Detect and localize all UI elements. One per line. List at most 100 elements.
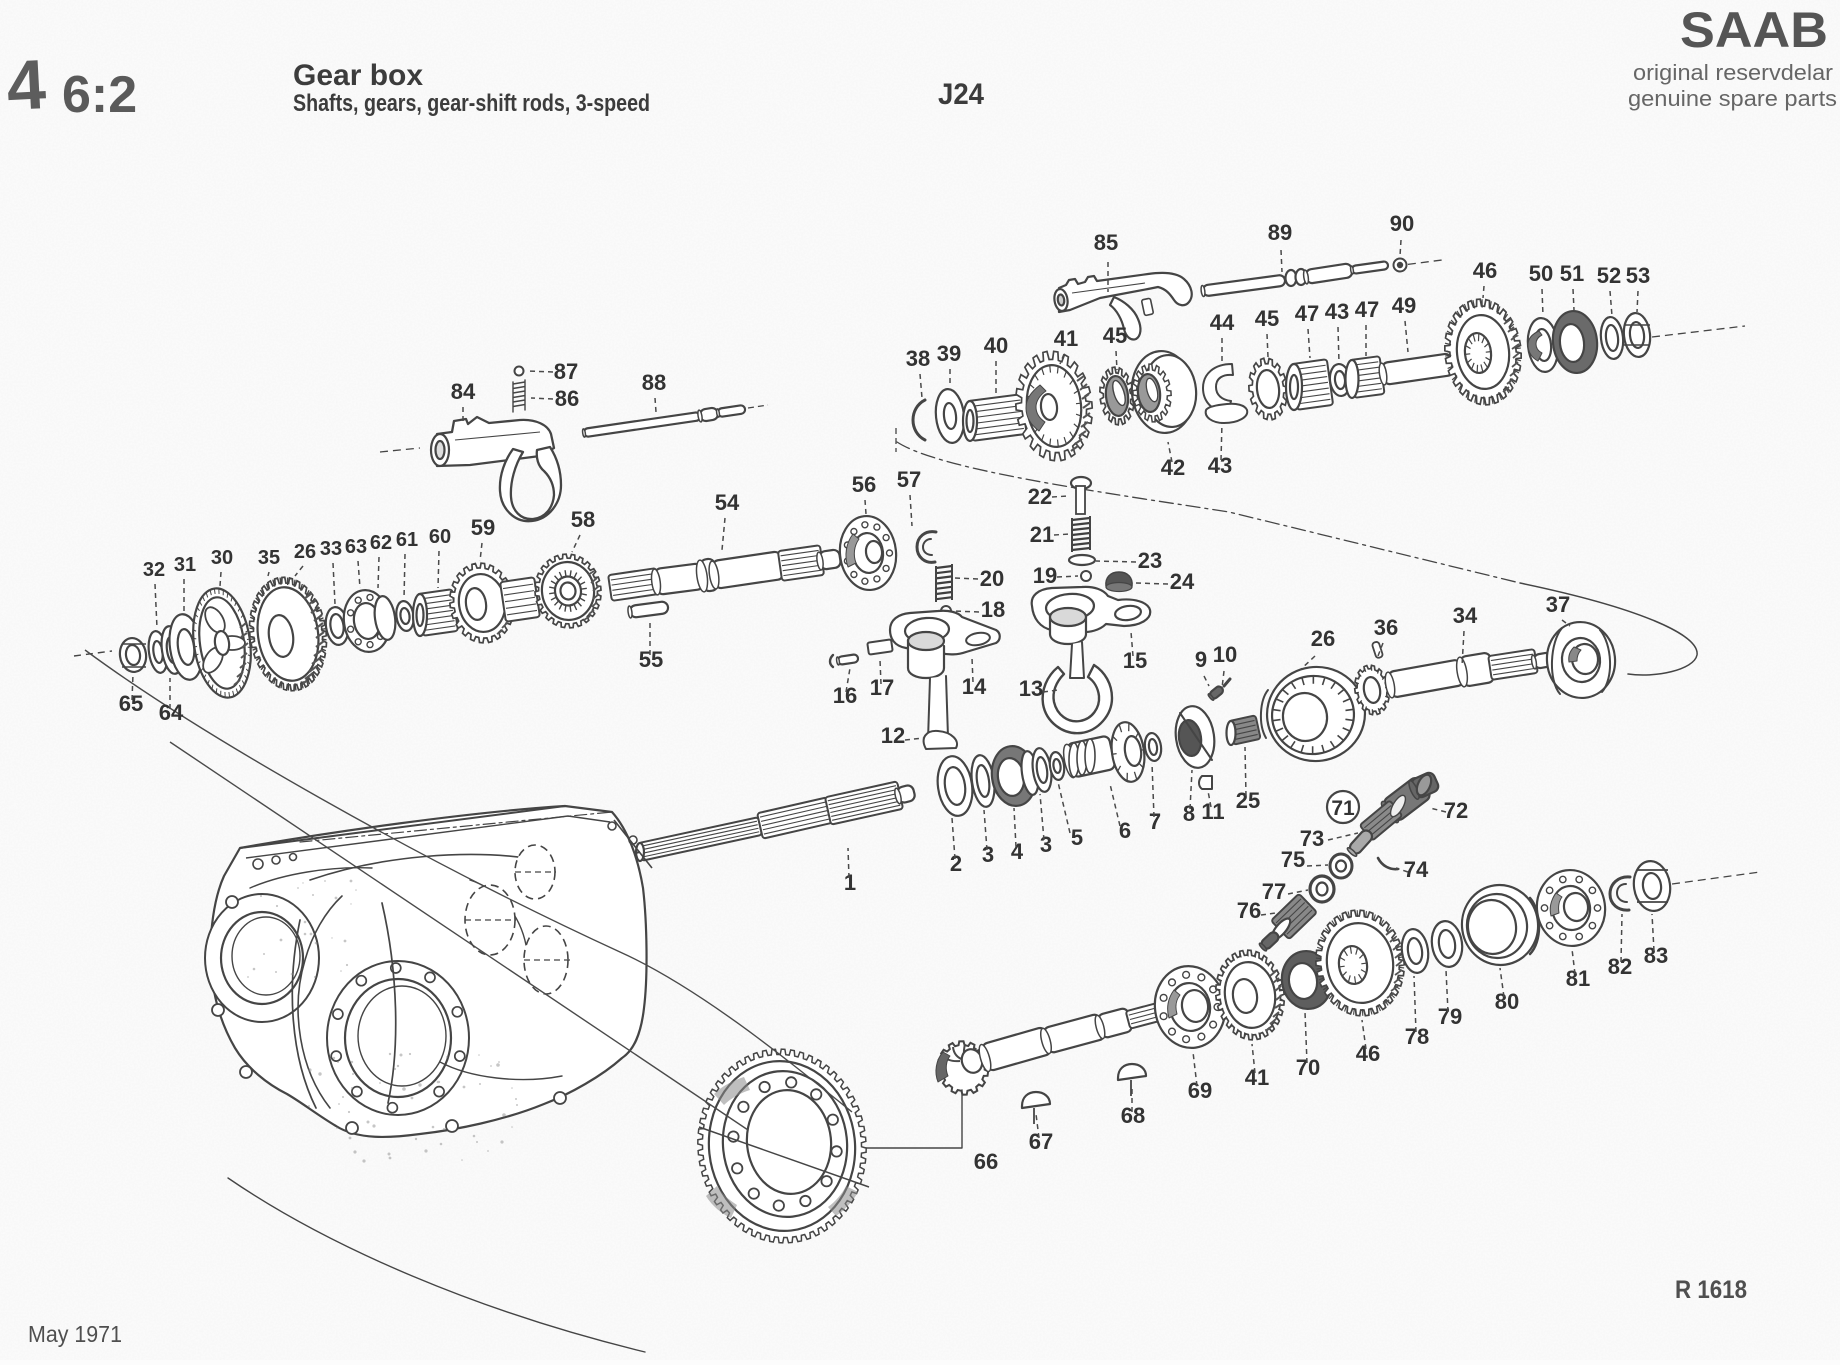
svg-text:J24: J24 (938, 78, 984, 111)
svg-text:42: 42 (1161, 455, 1185, 480)
svg-text:53: 53 (1626, 263, 1650, 288)
svg-text:40: 40 (984, 333, 1008, 358)
svg-text:11: 11 (1201, 799, 1224, 824)
svg-text:4: 4 (1011, 839, 1024, 864)
svg-text:85: 85 (1094, 230, 1118, 255)
svg-text:Gear box: Gear box (293, 59, 423, 92)
svg-text:33: 33 (320, 538, 342, 560)
svg-text:54: 54 (715, 490, 740, 515)
svg-text:10: 10 (1213, 642, 1237, 667)
svg-text:49: 49 (1392, 293, 1416, 318)
svg-text:83: 83 (1644, 943, 1668, 968)
svg-text:original reservdelar: original reservdelar (1633, 60, 1833, 85)
svg-text:78: 78 (1405, 1024, 1429, 1049)
svg-text:26: 26 (1311, 626, 1335, 651)
svg-text:52: 52 (1597, 263, 1621, 288)
svg-text:46: 46 (1473, 258, 1497, 283)
svg-text:43: 43 (1208, 453, 1232, 478)
svg-text:25: 25 (1236, 788, 1260, 813)
svg-text:14: 14 (962, 674, 987, 699)
svg-text:73: 73 (1300, 826, 1324, 851)
svg-text:4: 4 (5, 45, 48, 125)
svg-text:60: 60 (429, 526, 451, 548)
svg-text:67: 67 (1029, 1129, 1053, 1154)
svg-text:51: 51 (1560, 261, 1584, 286)
svg-text:43: 43 (1325, 299, 1349, 324)
svg-text:39: 39 (937, 341, 961, 366)
svg-text:41: 41 (1245, 1065, 1269, 1090)
svg-text:68: 68 (1121, 1103, 1145, 1128)
svg-text:32: 32 (143, 559, 165, 581)
svg-text:7: 7 (1149, 809, 1161, 834)
svg-text:Shafts, gears, gear-shift rods: Shafts, gears, gear-shift rods, 3-speed (293, 90, 650, 117)
svg-text:26: 26 (294, 541, 316, 563)
svg-text:46: 46 (1356, 1041, 1380, 1066)
svg-text:74: 74 (1404, 857, 1429, 882)
svg-text:80: 80 (1495, 989, 1519, 1014)
svg-text:5: 5 (1071, 825, 1083, 850)
svg-text:24: 24 (1170, 569, 1195, 594)
svg-text:57: 57 (897, 467, 921, 492)
svg-text:6: 6 (1119, 818, 1131, 843)
svg-text:31: 31 (174, 554, 196, 576)
svg-text:50: 50 (1529, 261, 1553, 286)
svg-text:16: 16 (833, 683, 857, 708)
svg-text:9: 9 (1195, 647, 1207, 672)
svg-text:2: 2 (950, 851, 962, 876)
svg-text:38: 38 (906, 346, 930, 371)
svg-text:23: 23 (1138, 548, 1162, 573)
svg-text:17: 17 (870, 675, 894, 700)
svg-text:34: 34 (1453, 603, 1478, 628)
svg-text:90: 90 (1390, 211, 1414, 236)
svg-text:47: 47 (1295, 301, 1319, 326)
svg-text:61: 61 (396, 529, 418, 551)
svg-text:19: 19 (1033, 563, 1057, 588)
svg-text:R 1618: R 1618 (1675, 1276, 1747, 1304)
svg-text:41: 41 (1054, 326, 1078, 351)
svg-text:87: 87 (554, 359, 578, 384)
svg-text:22: 22 (1028, 484, 1052, 509)
svg-text:86: 86 (555, 386, 579, 411)
svg-text:79: 79 (1438, 1004, 1462, 1029)
svg-text:21: 21 (1030, 522, 1054, 547)
svg-text:70: 70 (1296, 1055, 1320, 1080)
svg-text:3: 3 (982, 842, 994, 867)
svg-text:72: 72 (1444, 798, 1468, 823)
svg-text:81: 81 (1566, 966, 1590, 991)
svg-text:69: 69 (1188, 1078, 1212, 1103)
svg-text:45: 45 (1103, 323, 1127, 348)
svg-text:12: 12 (881, 723, 905, 748)
svg-text:75: 75 (1281, 847, 1305, 872)
svg-text:63: 63 (345, 536, 367, 558)
svg-text:65: 65 (119, 691, 143, 716)
svg-text:37: 37 (1546, 592, 1570, 617)
svg-text:59: 59 (471, 515, 495, 540)
svg-text:89: 89 (1268, 220, 1292, 245)
svg-text:55: 55 (639, 647, 663, 672)
svg-text:8: 8 (1183, 801, 1195, 826)
svg-text:6:2: 6:2 (62, 66, 137, 124)
svg-text:66: 66 (974, 1149, 998, 1174)
svg-text:35: 35 (258, 547, 280, 569)
svg-text:47: 47 (1355, 297, 1379, 322)
svg-text:30: 30 (211, 547, 233, 569)
svg-text:45: 45 (1255, 306, 1279, 331)
svg-text:77: 77 (1262, 879, 1286, 904)
svg-text:SAAB: SAAB (1680, 2, 1828, 58)
svg-text:May 1971: May 1971 (28, 1321, 122, 1347)
svg-text:64: 64 (159, 700, 184, 725)
svg-text:genuine spare parts: genuine spare parts (1628, 86, 1837, 111)
svg-text:15: 15 (1123, 648, 1147, 673)
svg-text:18: 18 (981, 597, 1005, 622)
svg-text:88: 88 (642, 370, 666, 395)
svg-text:1: 1 (844, 870, 856, 895)
svg-text:82: 82 (1608, 954, 1632, 979)
svg-text:71: 71 (1331, 797, 1355, 820)
svg-text:36: 36 (1374, 615, 1398, 640)
svg-text:56: 56 (852, 472, 876, 497)
svg-text:62: 62 (370, 532, 392, 554)
svg-text:84: 84 (451, 379, 476, 404)
svg-text:44: 44 (1210, 310, 1235, 335)
svg-text:3: 3 (1040, 832, 1052, 857)
svg-text:20: 20 (980, 566, 1004, 591)
